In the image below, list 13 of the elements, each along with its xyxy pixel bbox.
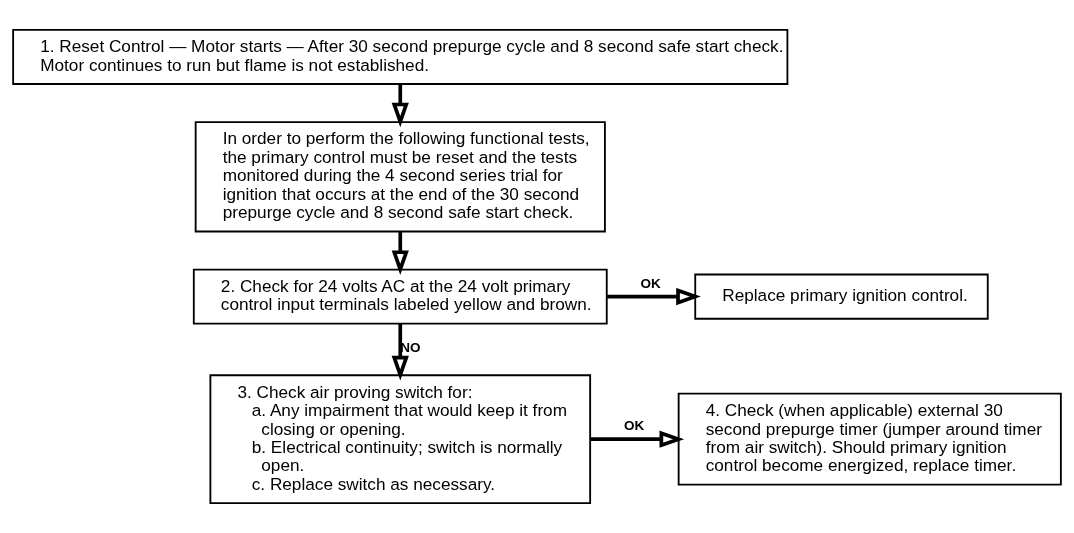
node-box: 3. Check air proving switch for: a. Any impairment that would keep it from closing or opening. b. Electrical continuity; switch is normally open. c. Replace switch as necessary.	[209, 374, 592, 504]
edge-label: OK	[623, 418, 645, 434]
edge-label: OK	[640, 275, 661, 291]
node-box: In order to perform the following functional tests, the primary control must be reset and the tests monitored during the 4 second series trial for ignition that occurs at the end of the 30 second prepurge cycle and 8 second safe start check.	[194, 121, 606, 233]
node-box: 4. Check (when applicable) external 30 second prepurge timer (jumper around timer from air switch). Should primary ignition control become energized, replace timer.	[677, 392, 1062, 486]
arrow	[607, 288, 701, 306]
arrow	[391, 323, 409, 381]
arrow	[391, 231, 409, 276]
node-box: 1. Reset Control — Motor starts — After 30 second prepurge cycle and 8 second safe start check. Motor continues to run but flame is not established.	[12, 29, 789, 85]
arrow	[590, 430, 685, 448]
node-box: 2. Check for 24 volts AC at the 24 volt primary control input terminals labeled yellow and brown.	[192, 268, 608, 325]
node-box: Replace primary ignition control.	[694, 273, 989, 320]
arrow	[391, 84, 409, 128]
